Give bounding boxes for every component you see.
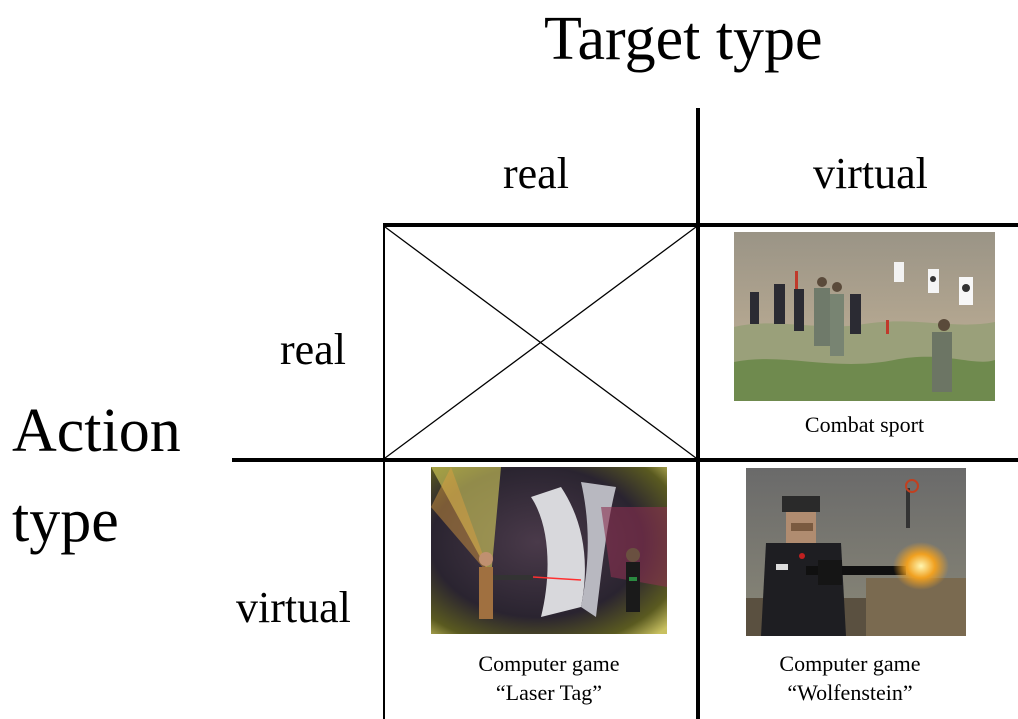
laser-tag-caption-line2: “Laser Tag” [495,680,603,705]
wolfenstein-caption-line1: Computer game [779,651,921,676]
column-header-virtual: virtual [813,149,928,198]
row-header-virtual: virtual [236,583,351,632]
horizontal-divider-middle [232,458,1018,462]
target-type-title: Target type [544,5,823,73]
shooting-range-photo [734,232,995,401]
action-type-title-line1: Action [12,397,181,465]
laser-tag-photo [431,467,667,634]
empty-cell-cross [385,227,696,458]
wolfenstein-caption-line2: “Wolfenstein” [787,680,913,705]
laser-tag-caption-line1: Computer game [478,651,620,676]
horizontal-divider-top [383,223,1018,227]
vertical-divider [696,108,700,719]
row-header-real: real [280,325,346,374]
combat-sport-caption: Combat sport [804,412,925,437]
wolfenstein-screenshot [746,468,966,636]
grid-left-border [383,223,385,719]
column-header-real: real [503,149,569,198]
action-type-title-line2: type [12,487,119,555]
